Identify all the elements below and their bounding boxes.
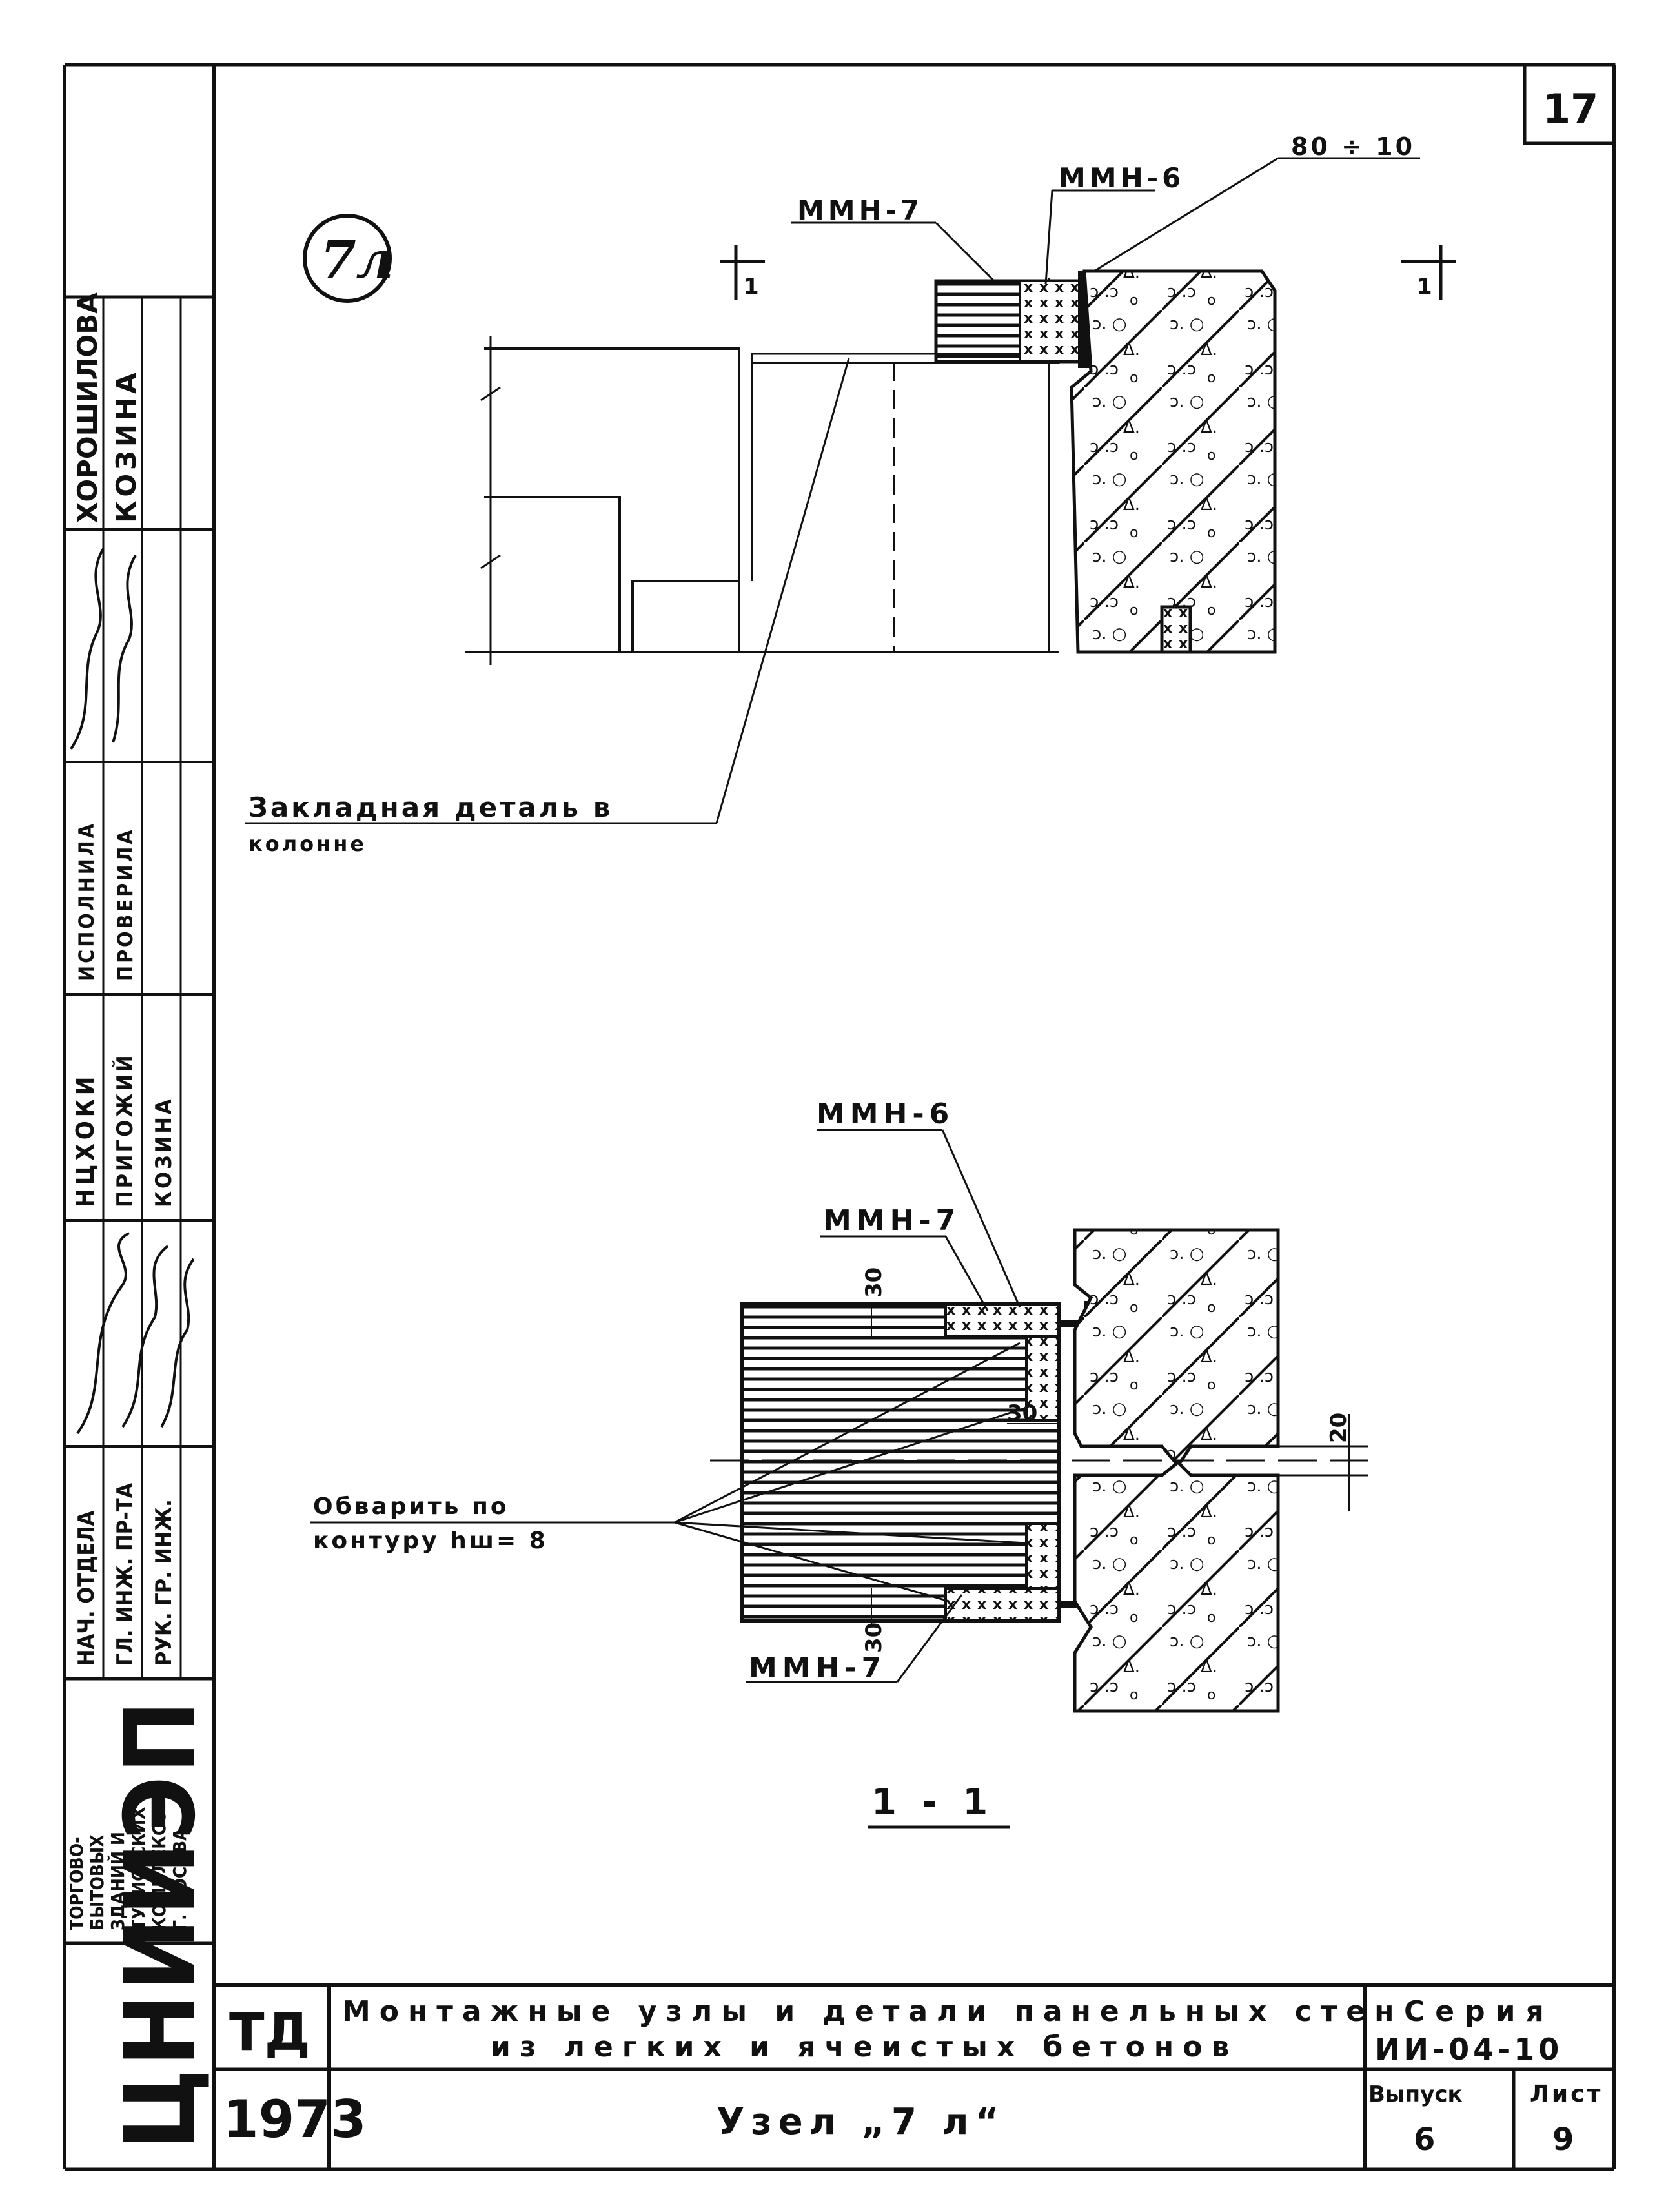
stamp-org-line-1: ТОРГОВО- [66, 1836, 87, 1930]
title-block-frame [214, 1983, 1614, 2169]
stamp-name-nachotdela: НЦХОКИ [71, 1073, 99, 1207]
stamp-role-proverila: ПРОВЕРИЛА [113, 827, 137, 981]
stamp-role-gl-inzh: ГЛ. ИНЖ. ПР-ТА [112, 1482, 138, 1666]
stamp-name-rukgr: КОЗИНА [151, 1096, 177, 1207]
label-mmn6-section: ММН-6 [817, 1098, 954, 1131]
leaders-top [245, 157, 1420, 824]
column-outline [465, 278, 1059, 665]
side-stamp-texts: ТОРГОВО- БЫТОВЫХ ЗДАНИЙ И ТУРИСТСКИХ КОМ… [66, 292, 217, 2150]
section-mark-left [720, 245, 765, 300]
side-stamp [65, 295, 214, 1945]
dim-30-lines [871, 1304, 1059, 1627]
label-mmn7-section-top: ММН-7 [823, 1204, 960, 1237]
mmn6-plate-mid [1025, 1335, 1060, 1422]
stamp-org-line-5: КОМПЛЕКСОВ [148, 1797, 170, 1930]
section-title: 1 - 1 [871, 1781, 994, 1823]
angle-bottom [1059, 1601, 1088, 1608]
mmn7-block-section [740, 1302, 1061, 1623]
stamp-role-nach-otdela: НАЧ. ОТДЕЛА [74, 1510, 99, 1666]
stamp-name-glinzh: ПРИГОЖИЙ [112, 1052, 138, 1207]
stamp-org-line-3: ЗДАНИЙ И [107, 1832, 128, 1930]
signatures [70, 548, 195, 1435]
label-dim-20: 20 [1326, 1413, 1352, 1443]
label-embedded-detail-2: колонне [249, 832, 367, 856]
node-circle [303, 214, 392, 303]
sheet-label: Лист [1530, 2081, 1603, 2107]
label-mmn6-top: ММН-6 [1059, 162, 1184, 194]
issue-label: Выпуск [1368, 2082, 1463, 2107]
institute-logo: ЦНИИЭП [105, 1698, 217, 2150]
issue-value: 6 [1414, 2122, 1435, 2158]
stamp-name-proverila: КОЗИНА [110, 369, 142, 523]
panel-insert [1160, 605, 1192, 654]
concrete-panel-top [1070, 269, 1277, 654]
label-dim-30-b: 30 [1007, 1400, 1037, 1426]
series-value: ИИ-04-10 [1375, 2032, 1563, 2067]
label-weld-note-1: Обварить по [313, 1493, 509, 1520]
title-code: ТД [229, 2002, 310, 2062]
sheet-frame [63, 63, 1616, 2171]
title-year: 1973 [223, 2089, 367, 2149]
label-dim-30-c: 30 [861, 1623, 887, 1653]
label-embedded-detail-1: Закладная деталь в [249, 792, 613, 823]
stamp-org-line-4: ТУРИСТСКИХ [128, 1807, 149, 1930]
label-mmn7-top: ММН-7 [797, 194, 923, 226]
leaders-section [310, 1129, 1027, 1683]
title-line-1: Монтажные узлы и детали панельных стен [342, 1995, 1403, 2028]
stamp-name-ispolnila: ХОРОШИЛОВА [72, 292, 103, 523]
concrete-panel-section-lower [1073, 1460, 1280, 1713]
mmn6-plate-low [1025, 1522, 1060, 1590]
section-mark-right [1401, 245, 1456, 300]
sheet-number: 17 [1543, 85, 1598, 132]
concrete-panel-section-upper [1073, 1228, 1280, 1469]
node-label: 7л [320, 229, 394, 290]
label-weld-note-2: контуру hш= 8 [313, 1528, 548, 1554]
stamp-org-line-2: БЫТОВЫХ [86, 1834, 108, 1930]
series-label: Серия [1404, 1995, 1554, 2028]
section-mark-right-num: 1 [1417, 274, 1432, 300]
label-dim-80-10: 80 ÷ 10 [1291, 132, 1415, 161]
sheet-value: 9 [1552, 2122, 1574, 2158]
label-mmn7-section-bottom: ММН-7 [749, 1652, 886, 1685]
joint-lines [710, 1414, 1368, 1511]
mmn6-plate-bottom [944, 1587, 1060, 1622]
title-subtitle: Узел „7 л“ [717, 2101, 1005, 2143]
label-dim-30-a: 30 [861, 1267, 887, 1298]
section-mark-left-num: 1 [744, 274, 759, 300]
stamp-role-ruk-gr: РУК. ГР. ИНЖ. [151, 1499, 177, 1666]
stamp-role-ispolnila: ИСПОЛНИЛА [74, 821, 99, 981]
angle-top [1059, 1320, 1088, 1327]
mmn6-plate-top [944, 1303, 1060, 1338]
stamp-org-line-6: Г. МОСКВА [169, 1828, 190, 1930]
title-line-2: из легких и ячеистых бетонов [491, 2031, 1238, 2064]
